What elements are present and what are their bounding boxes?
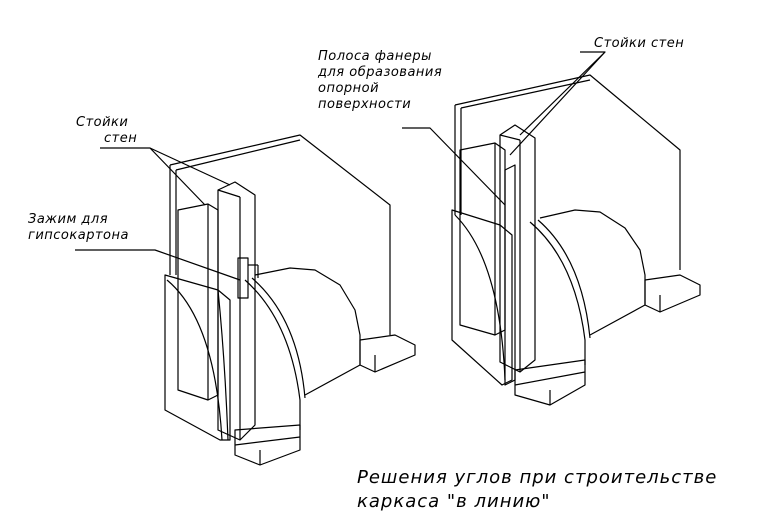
right-drywall-a xyxy=(451,209,513,386)
right-bottom-plate xyxy=(514,359,586,406)
label-line: стен xyxy=(104,131,138,146)
label-line: Стойки xyxy=(76,115,129,130)
right-back-panel xyxy=(454,74,681,270)
label-right-studs: Стойки стен xyxy=(594,36,685,51)
left-drywall-curved xyxy=(244,279,301,430)
left-stud-1 xyxy=(177,203,219,401)
label-line: Зажим для xyxy=(28,212,109,227)
label-line: для образования xyxy=(318,65,443,80)
drywall-clip xyxy=(237,257,249,299)
right-side-plate xyxy=(644,274,701,313)
left-stud-2 xyxy=(217,181,256,441)
leader-lines xyxy=(75,51,606,281)
label-line: Полоса фанеры xyxy=(318,49,432,64)
right-stud-2 xyxy=(499,124,536,373)
label-line: опорной xyxy=(318,81,380,96)
left-side-plate xyxy=(359,334,416,373)
caption: Решения углов при строительстве каркаса "… xyxy=(357,466,717,514)
caption-line: каркаса "в линию" xyxy=(357,491,551,512)
plywood-strip xyxy=(504,164,516,386)
label-line: поверхности xyxy=(318,97,412,112)
left-assembly xyxy=(164,134,416,466)
right-stud-1 xyxy=(459,142,506,336)
caption-line: Решения углов при строительстве xyxy=(357,467,718,488)
left-bottom-plate xyxy=(234,424,301,466)
label-line: гипсокартона xyxy=(28,228,129,243)
right-assembly xyxy=(451,74,701,406)
left-back-panel xyxy=(169,134,391,335)
right-drywall-curved xyxy=(529,221,586,365)
